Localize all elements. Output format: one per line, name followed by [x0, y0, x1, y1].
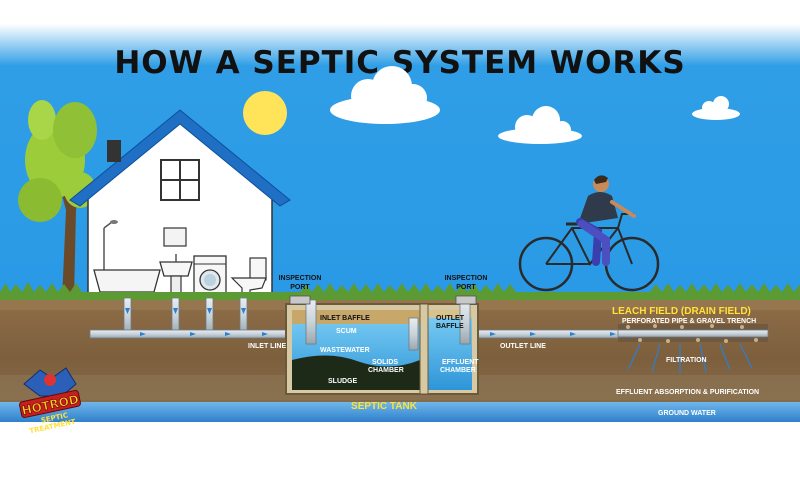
inspection-port-right-label-2: PORT: [456, 284, 476, 291]
effluent-chamber-label-1: EFFLUENT: [442, 359, 479, 366]
effluent-absorption-label: EFFLUENT ABSORPTION & PURIFICATION: [616, 389, 759, 396]
flow-arrows: [125, 308, 616, 336]
wastewater-label: WASTEWATER: [320, 347, 370, 354]
solids-chamber-label-1: SOLIDS: [372, 359, 398, 366]
outlet-line-label: OUTLET LINE: [500, 343, 546, 350]
solids-chamber-label-2: CHAMBER: [368, 367, 404, 374]
inspection-port-left-label-1: INSPECTION: [279, 275, 322, 282]
septic-tank: [285, 295, 479, 395]
tree-icon: [18, 100, 97, 300]
filtration-label: FILTRATION: [666, 357, 707, 364]
washing-machine-icon: [193, 255, 227, 299]
leach-field-label: LEACH FIELD (DRAIN FIELD): [612, 306, 751, 317]
sludge-label: SLUDGE: [328, 378, 358, 385]
sun-icon: [243, 91, 287, 135]
outlet-baffle-label-1: OUTLET: [436, 315, 465, 322]
outlet-baffle-label-2: BAFFLE: [436, 323, 464, 330]
scum-label: SCUM: [336, 328, 357, 335]
house-icon: [69, 109, 291, 299]
leach-field: [617, 324, 769, 374]
inlet-baffle-label: INLET BAFFLE: [320, 315, 370, 322]
cloud-icon: [498, 106, 582, 144]
inlet-line-label: INLET LINE: [248, 343, 286, 350]
ground-water-label: GROUND WATER: [658, 410, 716, 417]
cloud-icon: [330, 66, 440, 124]
ground-water-layer: [0, 402, 800, 422]
inspection-port-left-label-2: PORT: [290, 284, 310, 291]
effluent-chamber-label-2: CHAMBER: [440, 367, 476, 374]
inspection-port-right-label-1: INSPECTION: [445, 275, 488, 282]
perforated-pipe-label: PERFORATED PIPE & GRAVEL TRENCH: [622, 318, 756, 325]
septic-tank-label: SEPTIC TANK: [351, 401, 418, 412]
cyclist-icon: [576, 175, 636, 266]
grass: [0, 282, 800, 300]
cloud-icon: [692, 96, 740, 120]
